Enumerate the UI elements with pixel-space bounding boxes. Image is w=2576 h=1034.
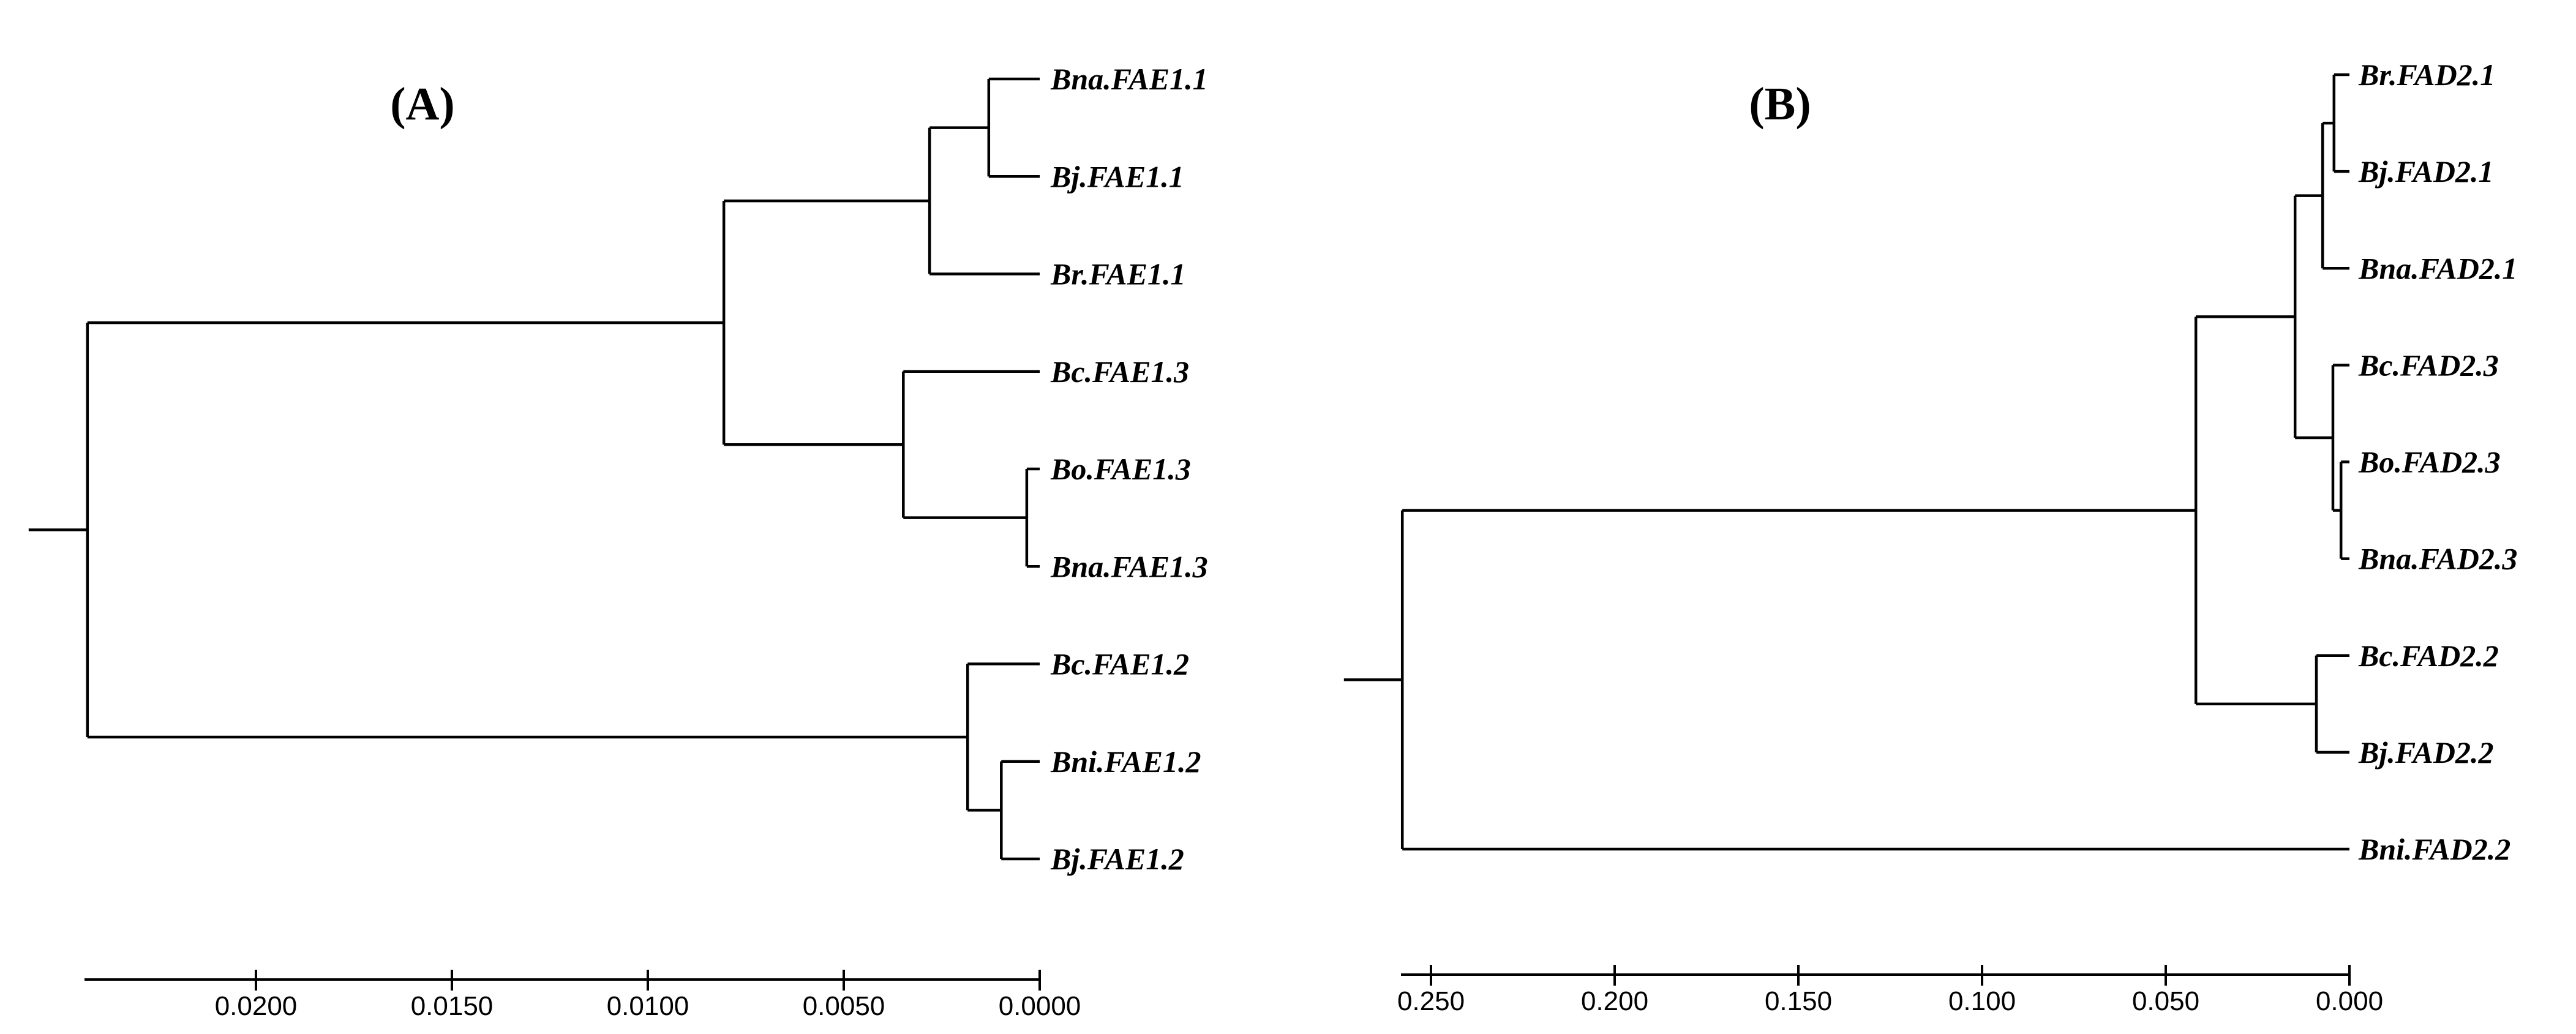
panel-a-tree: Bna.FAE1.1Bj.FAE1.1Br.FAE1.1Bc.FAE1.3Bo.… <box>28 62 1208 1021</box>
axis-tick-label: 0.250 <box>1397 986 1465 1016</box>
leaf-label: Bc.FAE1.2 <box>1050 647 1189 681</box>
leaf-label: Bo.FAD2.3 <box>2358 445 2501 479</box>
leaf-label: Bj.FAD2.1 <box>2358 154 2493 189</box>
axis-tick-label: 0.200 <box>1581 986 1648 1016</box>
axis-tick-label: 0.000 <box>2316 986 2383 1016</box>
panel-b-tree: Br.FAD2.1Bj.FAD2.1Bna.FAD2.1Bc.FAD2.3Bo.… <box>1343 58 2517 1016</box>
panel-b-label: (B) <box>1749 78 1811 130</box>
leaf-label: Bj.FAD2.2 <box>2358 735 2493 770</box>
axis-tick-label: 0.0050 <box>803 991 885 1021</box>
axis-tick-label: 0.150 <box>1765 986 1832 1016</box>
leaf-label: Br.FAE1.1 <box>1050 257 1186 291</box>
leaf-label: Bj.FAE1.1 <box>1050 159 1184 193</box>
axis-tick-label: 0.0000 <box>999 991 1081 1021</box>
axis-tick-label: 0.0100 <box>607 991 689 1021</box>
leaf-label: Bna.FAE1.1 <box>1050 62 1208 96</box>
panel-a-label: (A) <box>390 78 455 130</box>
leaf-label: Bna.FAD2.3 <box>2358 542 2517 576</box>
leaf-label: Bo.FAE1.3 <box>1050 452 1191 486</box>
leaf-label: Bna.FAD2.1 <box>2358 251 2517 285</box>
axis-tick-label: 0.050 <box>2132 986 2199 1016</box>
axis-tick-label: 0.0200 <box>215 991 298 1021</box>
leaf-label: Br.FAD2.1 <box>2358 58 2495 92</box>
leaf-label: Bna.FAE1.3 <box>1050 549 1208 583</box>
axis-tick-label: 0.0150 <box>411 991 494 1021</box>
leaf-label: Bc.FAD2.3 <box>2358 348 2499 382</box>
axis-tick-label: 0.100 <box>1948 986 2016 1016</box>
leaf-label: Bni.FAE1.2 <box>1050 744 1201 779</box>
leaf-label: Bni.FAD2.2 <box>2358 832 2510 866</box>
leaf-label: Bc.FAD2.2 <box>2358 639 2499 673</box>
leaf-label: Bc.FAE1.3 <box>1050 354 1189 389</box>
leaf-label: Bj.FAE1.2 <box>1050 842 1184 876</box>
